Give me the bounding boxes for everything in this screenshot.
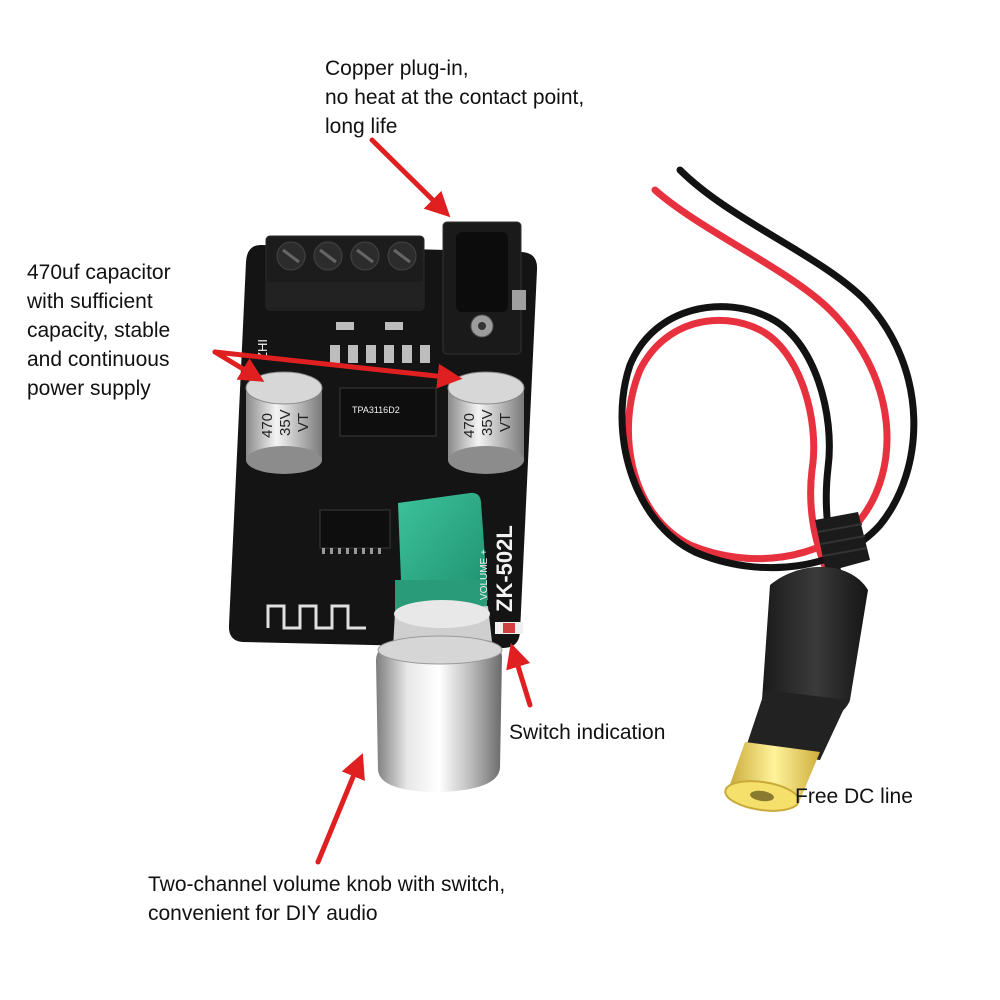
svg-text:TPA3116D2: TPA3116D2 — [352, 405, 400, 415]
annotation-switch-indication: Switch indication — [509, 721, 666, 744]
svg-text:470: 470 — [259, 413, 276, 438]
strain-relief-ridges — [817, 523, 868, 557]
annotation-volume-knob: Two-channel volume knob with switch, con… — [148, 873, 506, 925]
arrow-capacitor-left — [212, 349, 265, 382]
bluetooth-chip — [319, 509, 391, 554]
switch-indicator-led — [495, 622, 523, 634]
annotation-capacitor: 470uf capacitor with sufficient capacity… — [27, 261, 171, 400]
capacitor-right: 470 35V VT — [447, 371, 525, 474]
pcb-antenna-trace — [266, 604, 366, 630]
svg-text:VT: VT — [295, 413, 312, 432]
board-model: ZK-502L — [492, 525, 517, 612]
arrow-capacitor-right — [212, 349, 463, 389]
smd-components — [330, 322, 430, 363]
annotation-copper-plug: Copper plug-in, no heat at the contact p… — [325, 57, 585, 138]
screw-terminal-block — [265, 235, 425, 311]
capacitor-left: 470 35V VT — [245, 371, 323, 474]
dc-power-jack — [442, 221, 526, 355]
arrow-switch-indication — [506, 642, 533, 708]
callout-arrows — [212, 137, 533, 865]
svg-text:35V: 35V — [479, 409, 496, 436]
dc-plug-neck — [745, 690, 848, 760]
dc-plug-tip-hole — [750, 790, 774, 802]
volume-silkscreen: VOLUME + — [479, 549, 490, 600]
svg-text:470: 470 — [461, 413, 478, 438]
dc-plug-body — [762, 566, 868, 723]
amplifier-chip: TPA3116D2 — [339, 387, 437, 437]
wire-black — [618, 166, 918, 604]
volume-knob[interactable] — [376, 600, 503, 792]
svg-text:VT: VT — [497, 413, 514, 432]
dc-cable — [618, 166, 918, 812]
annotation-dc-line: Free DC line — [795, 785, 913, 808]
svg-text:35V: 35V — [277, 409, 294, 436]
amplifier-board: ZHI TPA3116D2 470 35V VT — [228, 221, 538, 792]
arrow-copper-plug — [369, 137, 451, 218]
strain-relief — [815, 512, 870, 572]
arrow-volume-knob — [315, 753, 365, 865]
